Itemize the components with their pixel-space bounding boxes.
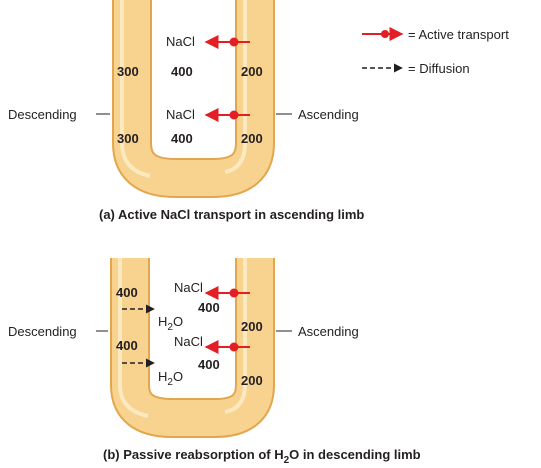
panel-a-asc-bottom: 200: [241, 131, 263, 146]
panel-b-desc-bottom: 400: [116, 338, 138, 353]
panel-a-desc-bottom: 300: [117, 131, 139, 146]
legend-diffusion-label: = Diffusion: [408, 61, 470, 76]
panel-a-nacl-bottom: NaCl: [166, 107, 195, 122]
panel-a-inner-bottom: 400: [171, 131, 193, 146]
panel-b-active-dot-top: [229, 288, 239, 298]
panel-a-desc-top: 300: [117, 64, 139, 79]
panel-a-tube: [112, 0, 275, 198]
panel-a-active-dot-top: [229, 37, 239, 47]
panel-b-nacl-bottom: NaCl: [174, 334, 203, 349]
panel-a-asc-top: 200: [241, 64, 263, 79]
panel-b-tube: [110, 258, 275, 438]
panel-b-inner-top: 400: [198, 300, 220, 315]
panel-a-caption: (a) Active NaCl transport in ascending l…: [99, 207, 364, 222]
panel-b-ascending-label: Ascending: [298, 324, 359, 339]
panel-b-desc-top: 400: [116, 285, 138, 300]
panel-b-h2o-bottom: H2O: [158, 369, 183, 388]
panel-b-nacl-top: NaCl: [174, 280, 203, 295]
panel-b-asc-bottom: 200: [241, 373, 263, 388]
legend: = Active transport = Diffusion: [362, 27, 509, 76]
panel-a-active-dot-bottom: [229, 110, 239, 120]
panel-a-ascending-label: Ascending: [298, 107, 359, 122]
panel-b-active-dot-bottom: [229, 342, 239, 352]
legend-active-label: = Active transport: [408, 27, 509, 42]
panel-b-descending-label: Descending: [8, 324, 77, 339]
panel-a-inner-top: 400: [171, 64, 193, 79]
panel-a-nacl-top: NaCl: [166, 34, 195, 49]
panel-b-caption: (b) Passive reabsorption of H2O in desce…: [103, 447, 421, 466]
panel-b-asc-top: 200: [241, 319, 263, 334]
panel-b-inner-bottom: 400: [198, 357, 220, 372]
panel-a-descending-label: Descending: [8, 107, 77, 122]
panel-b-h2o-top: H2O: [158, 314, 183, 333]
legend-active-dot: [381, 30, 389, 38]
